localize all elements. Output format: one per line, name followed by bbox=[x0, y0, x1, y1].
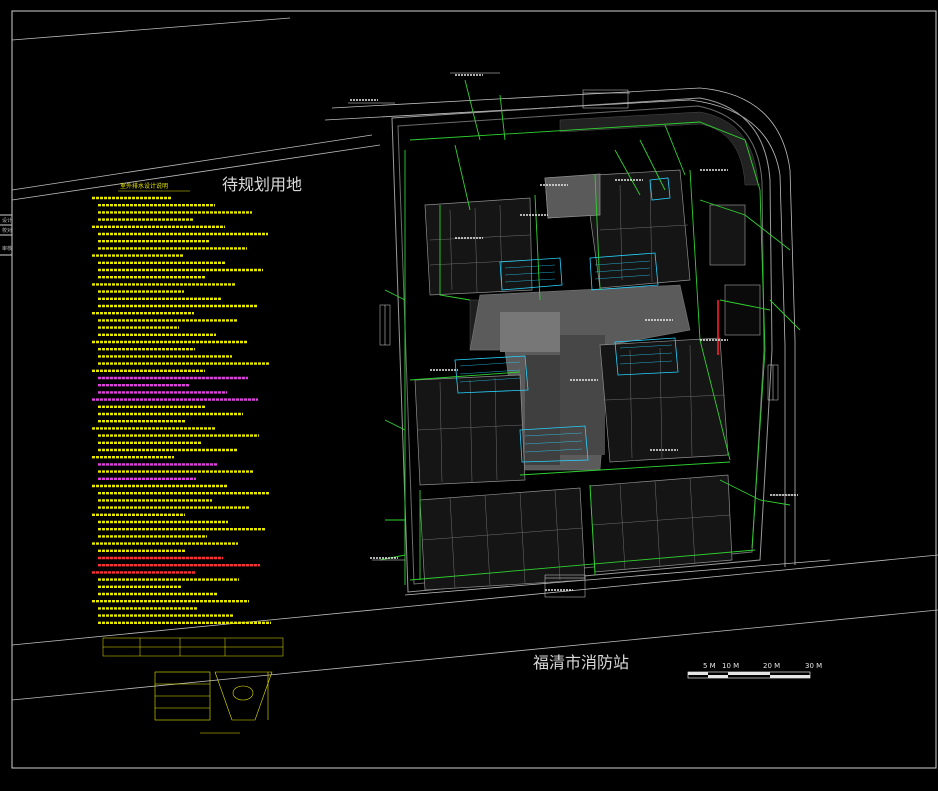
scale-label-20m: 20 M bbox=[763, 662, 780, 670]
fire-station-label: 福清市消防站 bbox=[533, 653, 629, 672]
side-tags: 设计 校对 审核 bbox=[2, 217, 12, 252]
drainage-pipe-network bbox=[379, 79, 801, 585]
reserved-land-label: 待规划用地 bbox=[222, 175, 302, 194]
site-boundary bbox=[391, 97, 773, 593]
note-lines bbox=[92, 74, 798, 624]
water-hatch bbox=[459, 260, 673, 453]
callout-boxes bbox=[379, 89, 779, 598]
scale-label-30m: 30 M bbox=[805, 662, 822, 670]
scale-label-10m: 10 M bbox=[722, 662, 739, 670]
side-tag-design: 设计 bbox=[2, 217, 12, 224]
sheet-frame bbox=[0, 10, 937, 769]
design-notes-block: 室外排水设计说明 bbox=[92, 74, 798, 624]
scale-label-5m: 5 M bbox=[703, 662, 716, 670]
notes-title: 室外排水设计说明 bbox=[120, 182, 168, 190]
scale-bar: 5 M 10 M 20 M 30 M bbox=[687, 662, 822, 679]
water-features bbox=[454, 177, 679, 463]
side-tag-check: 校对 bbox=[2, 227, 12, 234]
central-plaza bbox=[469, 284, 691, 471]
pipe-legend-table bbox=[102, 637, 284, 657]
side-tag-review: 审核 bbox=[2, 245, 12, 252]
detail-drawing bbox=[154, 671, 273, 734]
road-edges bbox=[11, 17, 938, 701]
